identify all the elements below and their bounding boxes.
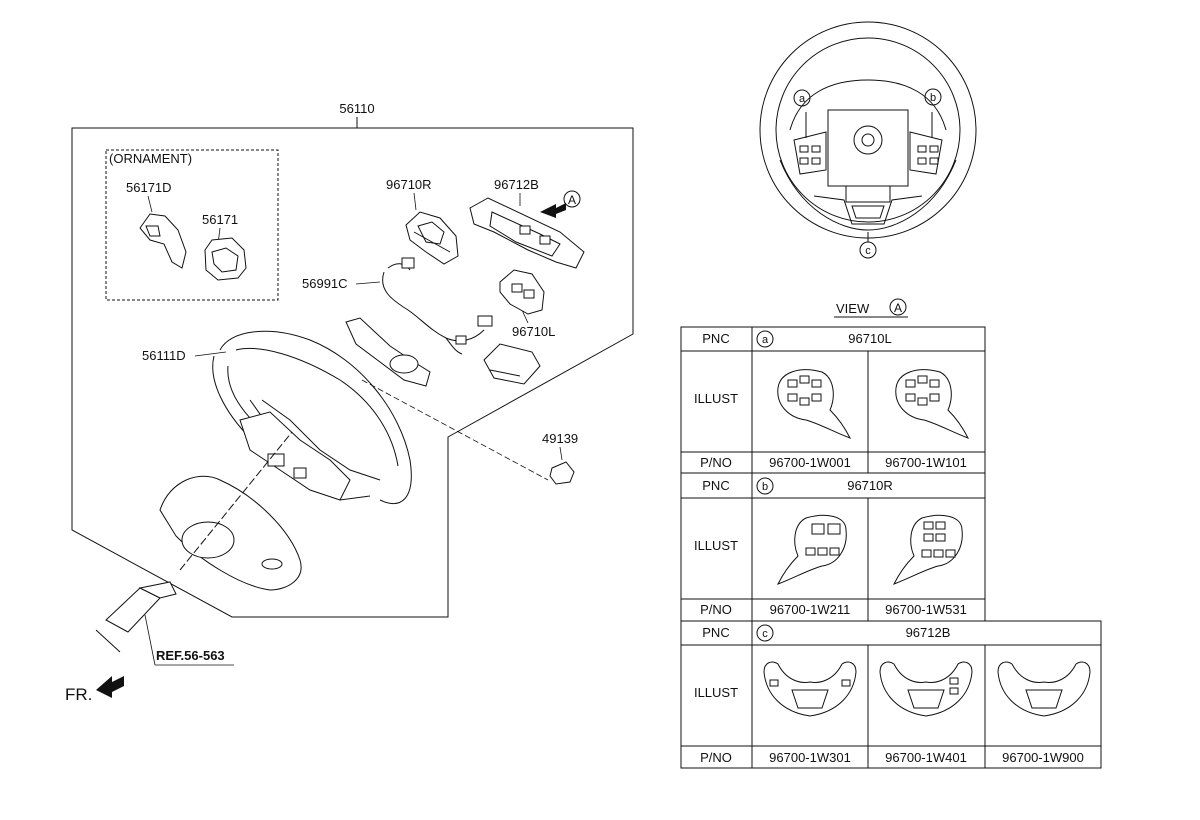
bezel-96712b: [469, 197, 585, 269]
ornament-box-label: (ORNAMENT): [109, 151, 192, 166]
sec-c-pnc: 96712B: [906, 625, 951, 640]
assembly-view: [71, 117, 634, 618]
leader-lines: [144, 192, 563, 666]
illust-a-1: [777, 369, 852, 439]
sec-a-pnc-label: PNC: [702, 331, 729, 346]
illust-b-1: [776, 514, 847, 585]
assembly-label: 56110: [339, 101, 374, 116]
ornament-parts: [139, 213, 247, 281]
sec-a-pnc: 96710L: [848, 331, 891, 346]
illust-c-3: [997, 661, 1091, 717]
callout-56111d: 56111D: [142, 348, 186, 363]
sec-a-pno-label: P/NO: [700, 455, 732, 470]
switch-96710r: [405, 211, 459, 265]
callout-56171d: 56171D: [126, 180, 172, 195]
sec-a-part-2: 96700-1W101: [885, 455, 967, 470]
ornament-box: [105, 149, 279, 301]
lower-cover: [159, 475, 302, 591]
sec-b-pnc: 96710R: [847, 478, 893, 493]
sec-a-circle: a: [762, 334, 769, 346]
sec-c-illust-label: ILLUST: [694, 685, 738, 700]
harness-56991c: [382, 257, 493, 355]
callout-96712b: 96712B: [494, 177, 539, 192]
illust-a-2: [895, 369, 970, 439]
sec-b-part-1: 96700-1W211: [770, 602, 851, 617]
illust-b-2: [892, 514, 963, 585]
nut-49139: [549, 461, 575, 485]
sec-c-part-3: 96700-1W900: [1002, 750, 1084, 765]
sec-b-pnc-label: PNC: [702, 478, 729, 493]
wheel-letter-c: c: [865, 245, 871, 257]
sec-a-illust-label: ILLUST: [694, 391, 738, 406]
sec-c-part-1: 96700-1W301: [769, 750, 851, 765]
illust-c-2: [879, 661, 973, 717]
wheel-letter-a: a: [799, 93, 806, 105]
steering-hub: [239, 411, 351, 501]
pnc-table: [680, 326, 1102, 769]
callout-56991c: 56991C: [302, 276, 348, 291]
switch-96710l: [499, 269, 545, 315]
sec-b-illust-label: ILLUST: [694, 538, 738, 553]
steering-column: [95, 431, 293, 653]
front-label: FR.: [65, 685, 92, 704]
sec-c-pnc-label: PNC: [702, 625, 729, 640]
view-a-arrow: [540, 190, 581, 218]
callout-96710l: 96710L: [512, 324, 555, 339]
front-arrow: [96, 676, 124, 698]
view-caption-circle: [889, 298, 907, 316]
sec-a-part-1: 96700-1W001: [769, 455, 851, 470]
view-caption: VIEW: [836, 301, 870, 316]
sec-c-circle: c: [762, 628, 768, 640]
sec-c-pno-label: P/NO: [700, 750, 732, 765]
callout-49139: 49139: [542, 431, 578, 446]
airbag-module: [483, 343, 541, 385]
sec-b-part-2: 96700-1W531: [885, 602, 967, 617]
view-caption-marker: A: [894, 301, 902, 315]
ref-label: REF.56-563: [156, 648, 225, 663]
callout-96710r: 96710R: [386, 177, 432, 192]
illust-c-1: [763, 661, 857, 717]
view-a-wheel: [759, 21, 977, 259]
wheel-letter-b: b: [930, 92, 936, 104]
sec-c-part-2: 96700-1W401: [885, 750, 967, 765]
view-a-marker: A: [568, 193, 576, 207]
assembly-boundary: [71, 127, 634, 618]
clock-spring: [345, 317, 431, 387]
sec-b-pno-label: P/NO: [700, 602, 732, 617]
callout-56171: 56171: [202, 212, 238, 227]
sec-b-circle: b: [762, 481, 768, 493]
